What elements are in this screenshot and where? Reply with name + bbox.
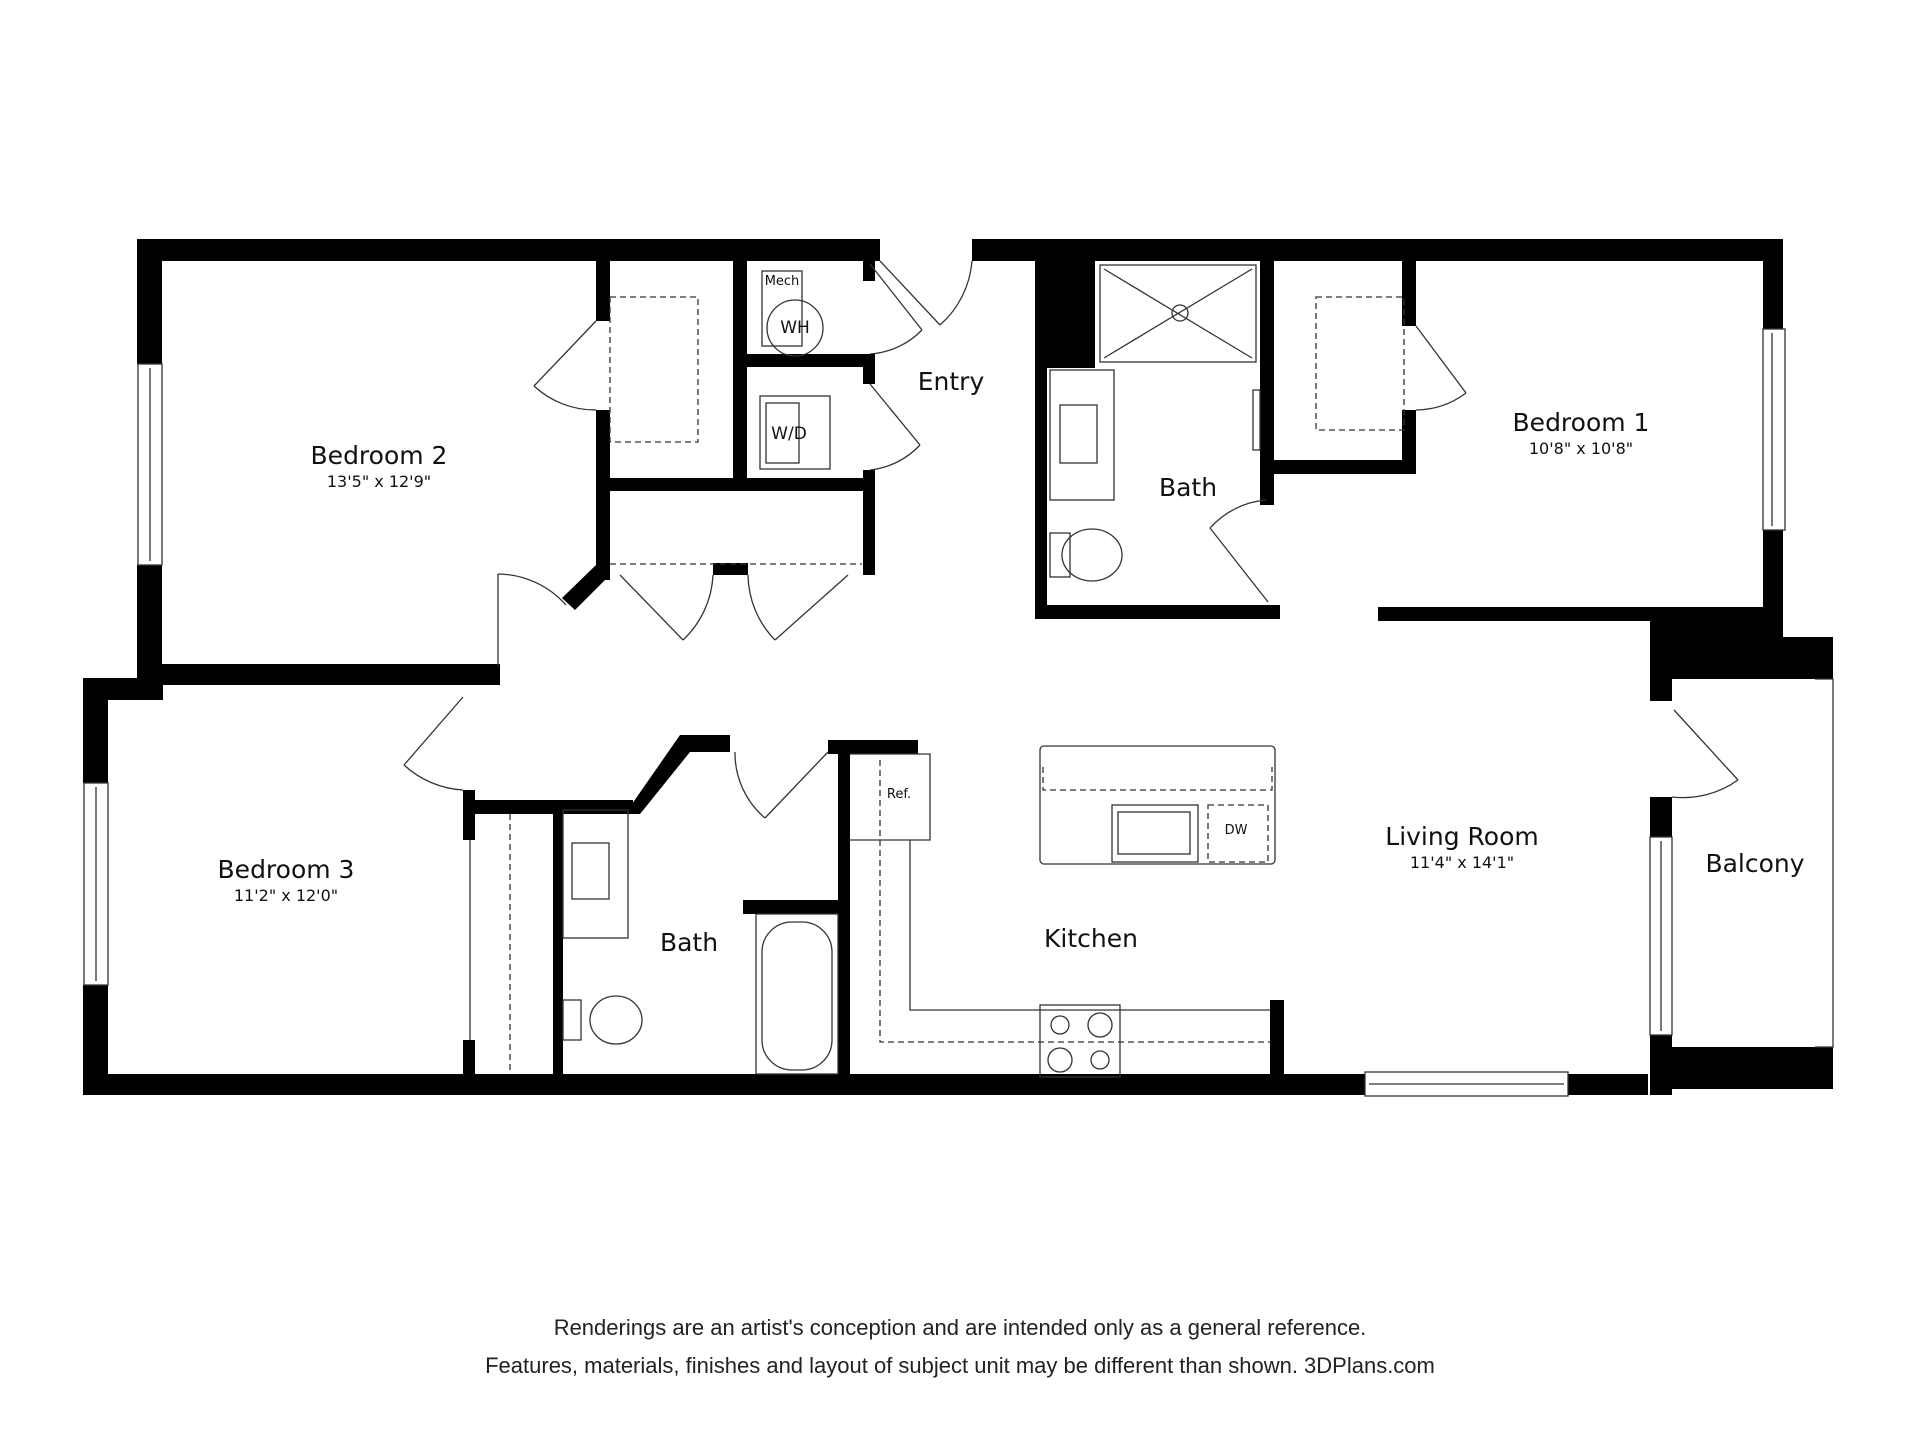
mech-label: Mech: [764, 274, 800, 289]
room-label-entry: Entry: [917, 367, 985, 396]
room-label-bedroom-3: Bedroom 3 11'2" x 12'0": [218, 855, 355, 907]
room-label-bath-2: Bath: [659, 928, 719, 957]
water-heater-label: WH: [780, 318, 810, 338]
room-label-bedroom-2: Bedroom 2 13'5" x 12'9": [311, 441, 448, 493]
room-dimensions: 11'2" x 12'0": [233, 886, 339, 905]
refrigerator-label: Ref.: [886, 787, 912, 802]
disclaimer-line-2: Features, materials, finishes and layout…: [485, 1353, 1435, 1378]
room-name: Bedroom 3: [217, 855, 355, 884]
room-label-bedroom-1: Bedroom 1 10'8" x 10'8": [1513, 408, 1650, 460]
room-label-living-room: Living Room 11'4" x 14'1": [1385, 822, 1538, 874]
room-dimensions: 13'5" x 12'9": [326, 472, 432, 491]
room-label-balcony: Balcony: [1705, 849, 1805, 878]
room-name: Living Room: [1385, 822, 1539, 851]
room-name: Bedroom 1: [1512, 408, 1650, 437]
washer-dryer-label: W/D: [771, 424, 807, 444]
doors-and-fixtures: [83, 260, 1834, 1097]
dishwasher-label: DW: [1224, 823, 1248, 838]
room-label-kitchen: Kitchen: [1044, 924, 1138, 953]
room-dimensions: 11'4" x 14'1": [1409, 853, 1515, 872]
disclaimer-line-1: Renderings are an artist's conception an…: [553, 1315, 1367, 1340]
walls: [83, 239, 1833, 1095]
room-label-bath-1: Bath: [1158, 473, 1218, 502]
room-name: Bedroom 2: [310, 441, 448, 470]
room-dimensions: 10'8" x 10'8": [1528, 439, 1634, 458]
